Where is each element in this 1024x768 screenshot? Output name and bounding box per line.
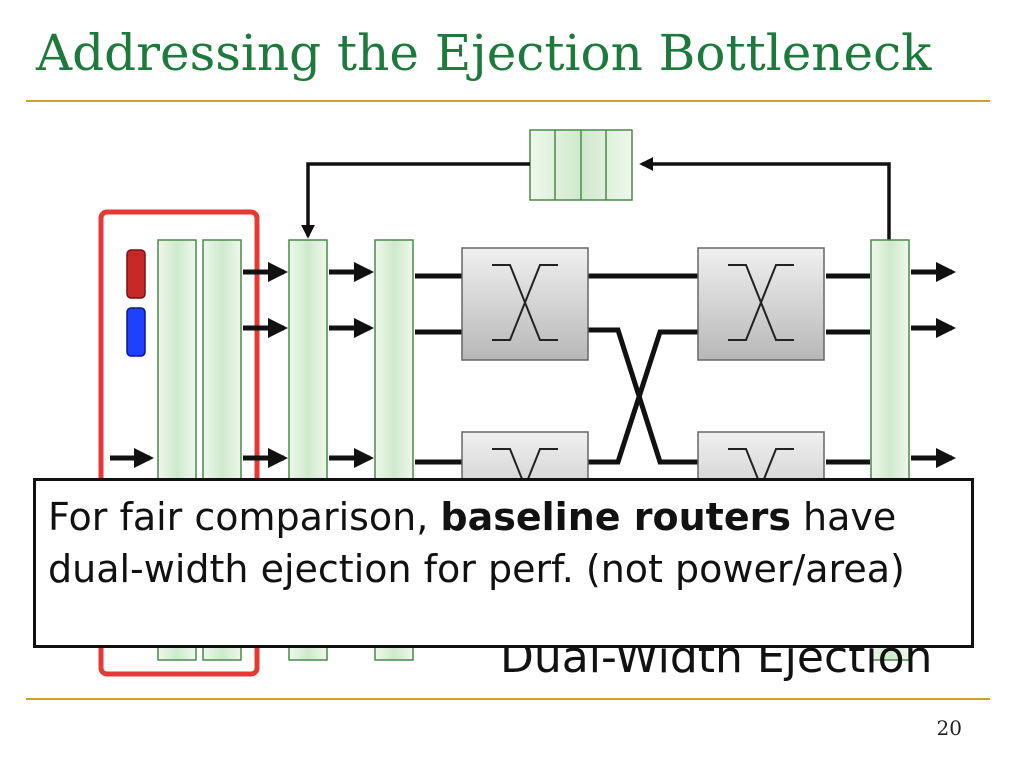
bottom-rule — [26, 698, 990, 700]
callout-text-end: have dual-width ejection for perf. (not … — [48, 495, 905, 591]
feedback-path — [301, 157, 891, 240]
callout-text-start: For fair comparison, — [48, 495, 441, 539]
ejection-highlight-box — [98, 209, 260, 677]
callout-bold-text: baseline routers — [440, 495, 791, 539]
title-rule — [26, 100, 990, 102]
side-buffer — [529, 129, 633, 201]
flow-arrows — [110, 262, 956, 468]
blue-flit — [126, 307, 146, 357]
red-flit — [126, 249, 146, 299]
callout-box: For fair comparison, baseline routers ha… — [33, 478, 974, 648]
slide-title: Addressing the Ejection Bottleneck — [36, 24, 932, 82]
page-number: 20 — [936, 716, 962, 740]
